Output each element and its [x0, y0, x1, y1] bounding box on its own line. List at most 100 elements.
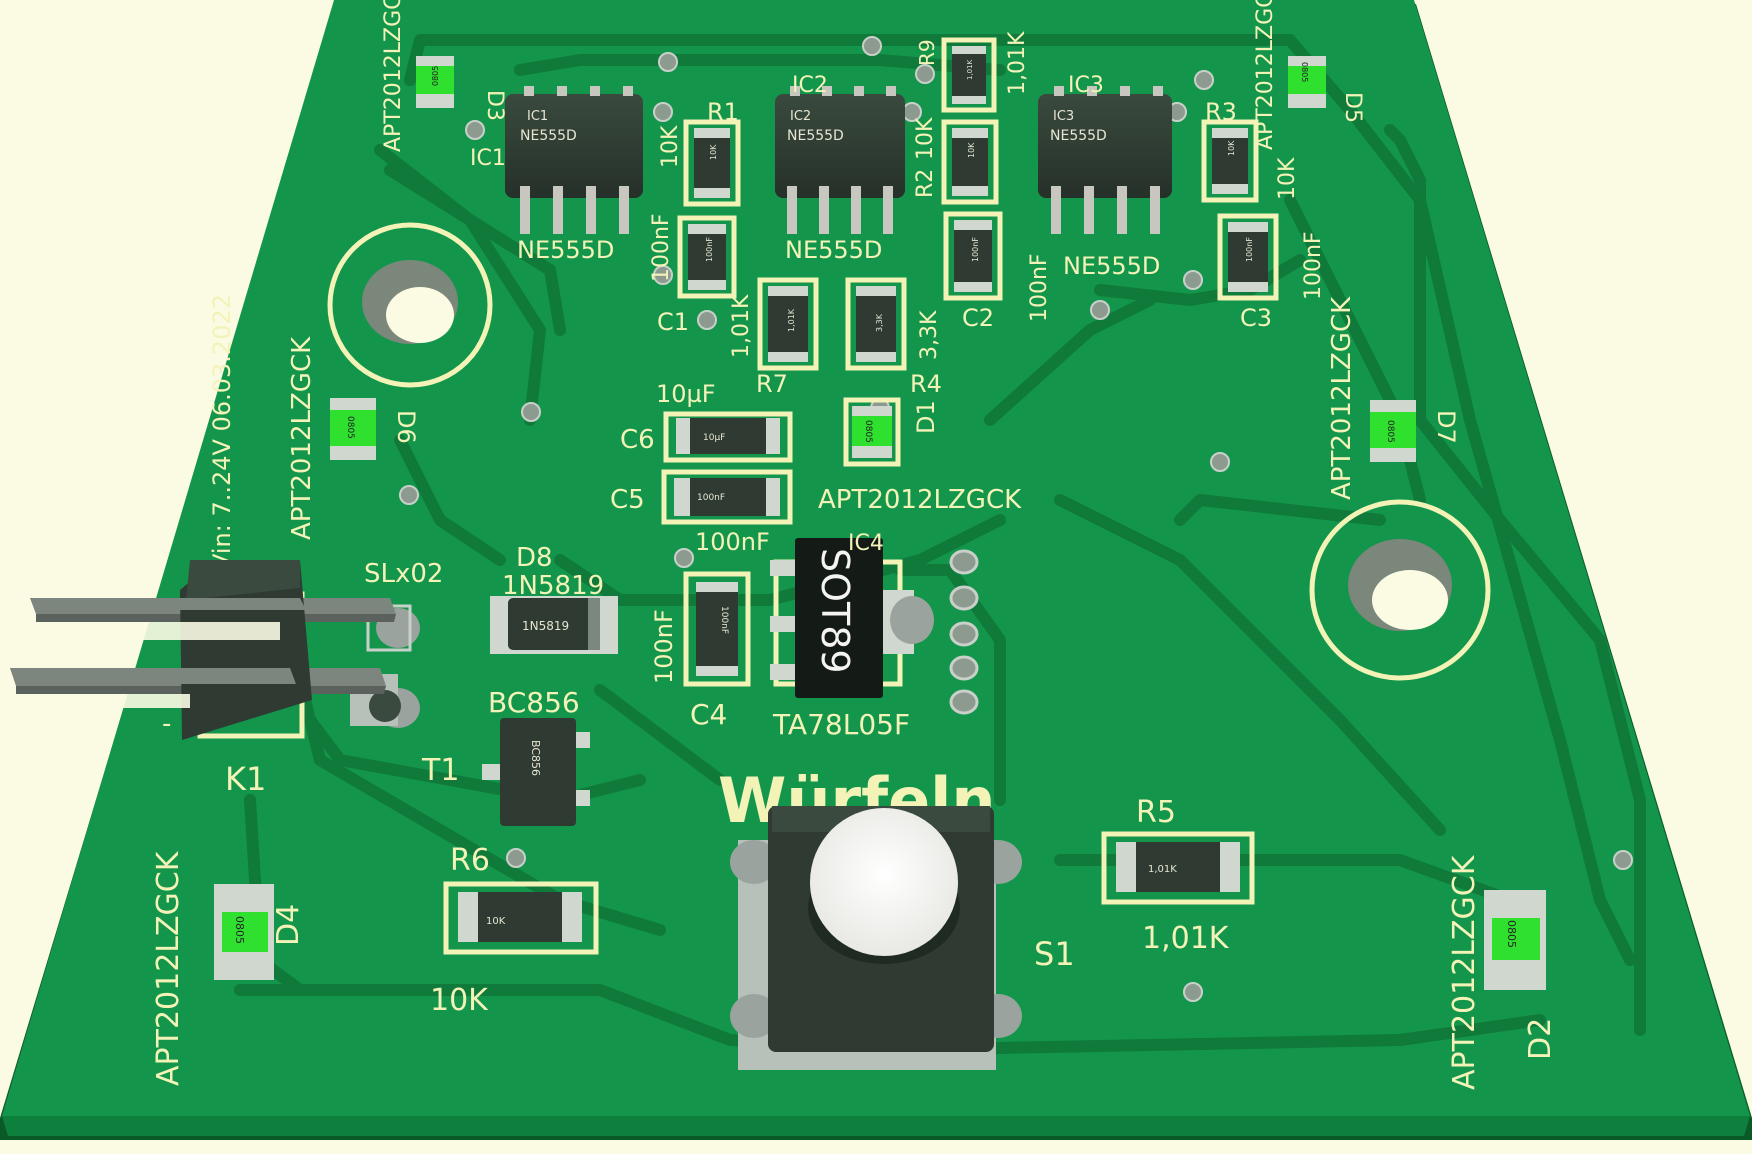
ic3-ref-label: IC3 — [1068, 73, 1104, 98]
d3-ref: D3 — [482, 90, 507, 121]
d2-ref: D2 — [1523, 1018, 1558, 1060]
d7-part-label: APT2012LZGCK — [1327, 296, 1357, 500]
diode-d8: 1N5819 — [490, 596, 618, 654]
r1-value: 10K — [658, 125, 683, 168]
r6-ref: R6 — [450, 843, 490, 878]
c3-body-label: 100nF — [1245, 237, 1254, 262]
r7-body-label: 1,01K — [787, 308, 796, 332]
r5-value: 1,01K — [1142, 921, 1230, 956]
c2-ref: C2 — [962, 304, 994, 332]
capacitor-c3: 100nF — [1217, 213, 1279, 301]
ic4-package-label: SOT89 — [813, 548, 857, 674]
r2-value: 10K — [913, 117, 938, 160]
d6-ref: D6 — [392, 410, 420, 444]
r3-value: 10K — [1275, 157, 1300, 200]
ic3-ne555d: IC3 NE555D — [1038, 86, 1172, 234]
c2-body-label: 100nF — [971, 237, 980, 262]
r2-ref: R2 — [913, 169, 938, 198]
led-d5: 0805 — [1288, 56, 1326, 108]
ic2-ref-label: IC2 — [792, 73, 828, 98]
resistor-r9: 1,01K — [941, 37, 997, 113]
capacitor-c2: 100nF — [943, 211, 1003, 301]
ic1-ne555d: IC1 NE555D — [505, 86, 643, 234]
d5-body-label: 0805 — [1300, 62, 1309, 82]
r1-ref: R1 — [707, 98, 739, 126]
d8-value: 1N5819 — [502, 571, 604, 601]
c6-ref: C6 — [620, 425, 655, 455]
d1-part-label: APT2012LZGCK — [818, 485, 1022, 515]
led-d4: 0805 — [214, 884, 274, 980]
ic3-chip-label: IC3 — [1053, 109, 1074, 124]
ic4-sot89-regulator: SOT89 — [770, 538, 934, 698]
r5-ref: R5 — [1136, 795, 1176, 830]
d4-ref: D4 — [271, 904, 306, 946]
ic2-chip-part: NE555D — [787, 128, 844, 144]
r9-value: 1,01K — [1005, 31, 1030, 95]
d7-ref: D7 — [1432, 410, 1460, 444]
c6-value: 10µF — [656, 380, 716, 408]
d2-body-label: 0805 — [1505, 920, 1518, 948]
c4-value: 100nF — [650, 609, 678, 684]
ic3-chip-part: NE555D — [1050, 128, 1107, 144]
led-d6: 0805 — [330, 398, 376, 460]
r4-body-label: 3,3K — [875, 313, 884, 332]
r4-ref: R4 — [910, 370, 942, 398]
resistor-r5: 1,01K — [1101, 831, 1255, 905]
led-d7: 0805 — [1370, 400, 1416, 462]
c5-ref: C5 — [610, 485, 645, 515]
c1-body-label: 100nF — [705, 237, 714, 262]
resistor-r2: 10K — [941, 119, 999, 205]
resistor-r4: 3,3K — [845, 277, 907, 371]
capacitor-c4: 100nF — [683, 571, 751, 687]
pushbutton-s1 — [730, 806, 1022, 1070]
resistor-r3: 10K — [1201, 119, 1259, 203]
d3-part-label: APT2012LZGCK — [381, 0, 406, 152]
c1-ref: C1 — [657, 308, 689, 336]
d8-ref: D8 — [516, 543, 553, 573]
ic4-value: TA78L05F — [772, 708, 910, 741]
ic1-ref-label: IC1 — [470, 146, 506, 171]
r1-body-label: 10K — [709, 144, 718, 160]
led-d1: 0805 — [843, 397, 901, 467]
r7-ref: R7 — [756, 370, 788, 398]
led-d2: 0805 — [1484, 890, 1546, 990]
r9-ref: R9 — [915, 39, 939, 66]
ic3-value-label: NE555D — [1063, 252, 1160, 280]
c3-ref: C3 — [1240, 304, 1272, 332]
c4-body-label: 100nF — [719, 606, 729, 634]
ic2-value-label: NE555D — [785, 236, 882, 264]
k1-minus: - — [162, 709, 171, 739]
s1-ref: S1 — [1034, 935, 1075, 973]
t1-value: BC856 — [488, 686, 580, 719]
r6-value: 10K — [430, 983, 489, 1018]
c3-value: 100nF — [1301, 231, 1326, 300]
capacitor-c1: 100nF — [677, 215, 737, 299]
ic2-ne555d: IC2 NE555D — [775, 86, 905, 234]
d6-part-label: APT2012LZGCK — [287, 336, 317, 540]
ic1-chip-label: IC1 — [527, 109, 548, 124]
mounting-hole-right — [1309, 499, 1491, 681]
capacitor-c6: 10µF — [663, 411, 793, 463]
d5-ref: D5 — [1340, 92, 1365, 123]
vin-note: Vin: 7..24V 06.03.2022 — [208, 294, 236, 570]
k1-ref: K1 — [225, 760, 266, 798]
c2-value: 100nF — [1027, 253, 1052, 322]
r3-body-label: 10K — [1227, 140, 1236, 156]
d3-body-label: 0805 — [431, 66, 440, 86]
vias — [399, 36, 1633, 1002]
ic4-ref: IC4 — [848, 531, 884, 556]
d1-ref: D1 — [912, 400, 940, 434]
resistor-r6: 10K — [443, 881, 599, 955]
capacitor-c5: 100nF — [661, 469, 793, 525]
c1-value: 100nF — [649, 213, 674, 282]
mounting-hole-left — [327, 222, 493, 388]
d5-part-label: APT2012LZGCK — [1253, 0, 1278, 150]
r3-ref: R3 — [1205, 98, 1237, 126]
r6-body-label: 10K — [486, 916, 506, 927]
t1-ref: T1 — [421, 753, 459, 788]
d1-body-label: 0805 — [863, 420, 873, 443]
d4-body-label: 0805 — [233, 916, 246, 944]
d8-body-label: 1N5819 — [522, 619, 569, 633]
connector-k1 — [10, 560, 420, 740]
